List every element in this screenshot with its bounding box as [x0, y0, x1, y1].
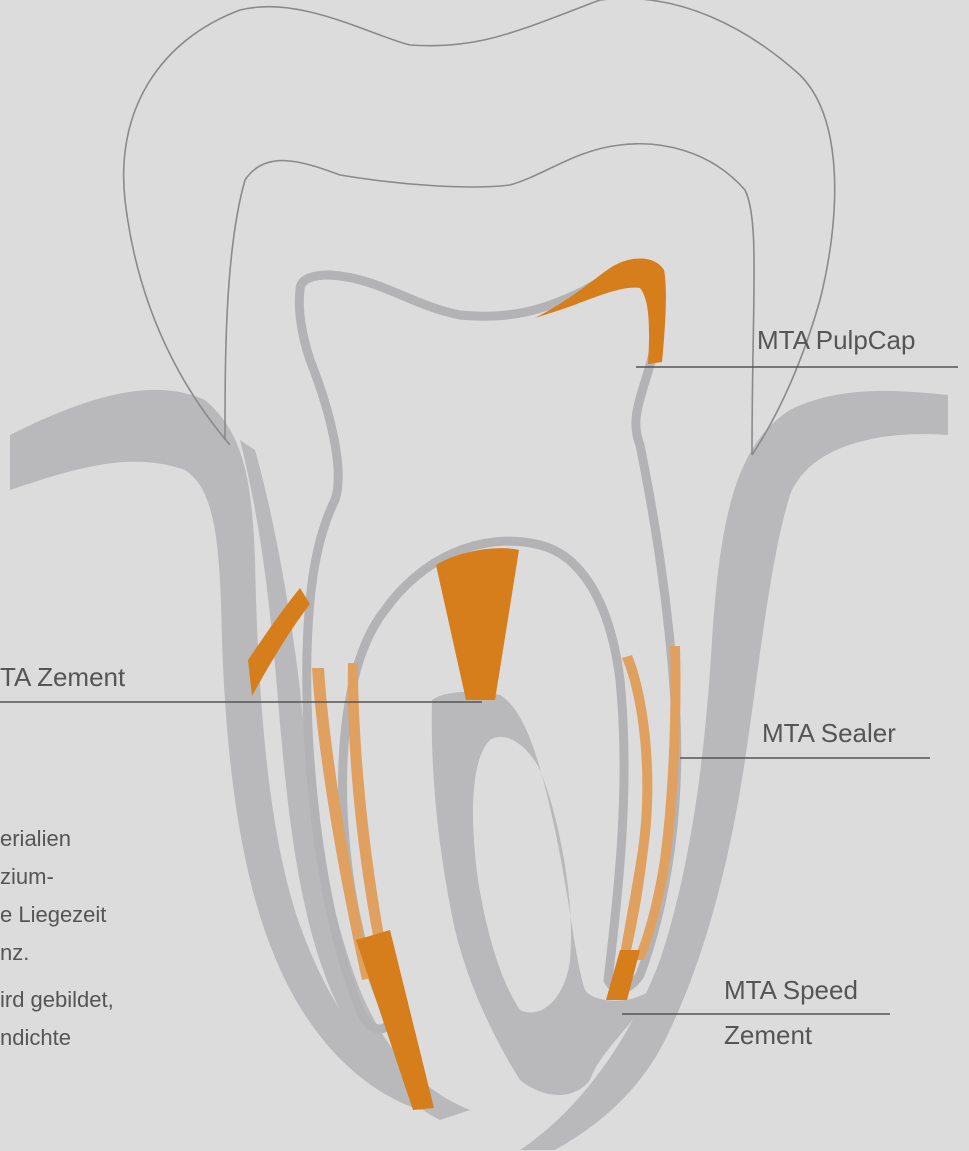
- dentin-outline: [225, 144, 754, 455]
- body-text-line3: e Liegezeit: [0, 898, 106, 931]
- label-mta-pulpcap: MTA PulpCap: [757, 323, 915, 357]
- label-mta-zement: TA Zement: [0, 660, 125, 694]
- label-mta-speed-line2: Zement: [724, 1018, 812, 1052]
- enamel-outline: [124, 0, 835, 455]
- label-mta-speed-line1: MTA Speed: [724, 973, 858, 1007]
- body-text-line1: erialien: [0, 822, 71, 855]
- body-text-line5: ird gebildet,: [0, 983, 114, 1016]
- body-text-line6: ndichte: [0, 1021, 71, 1054]
- label-mta-sealer: MTA Sealer: [762, 716, 896, 750]
- furcation-plug: [436, 548, 519, 700]
- pulpcap-material: [535, 258, 666, 364]
- body-text-line4: nz.: [0, 936, 29, 969]
- body-text-line2: zium-: [0, 860, 54, 893]
